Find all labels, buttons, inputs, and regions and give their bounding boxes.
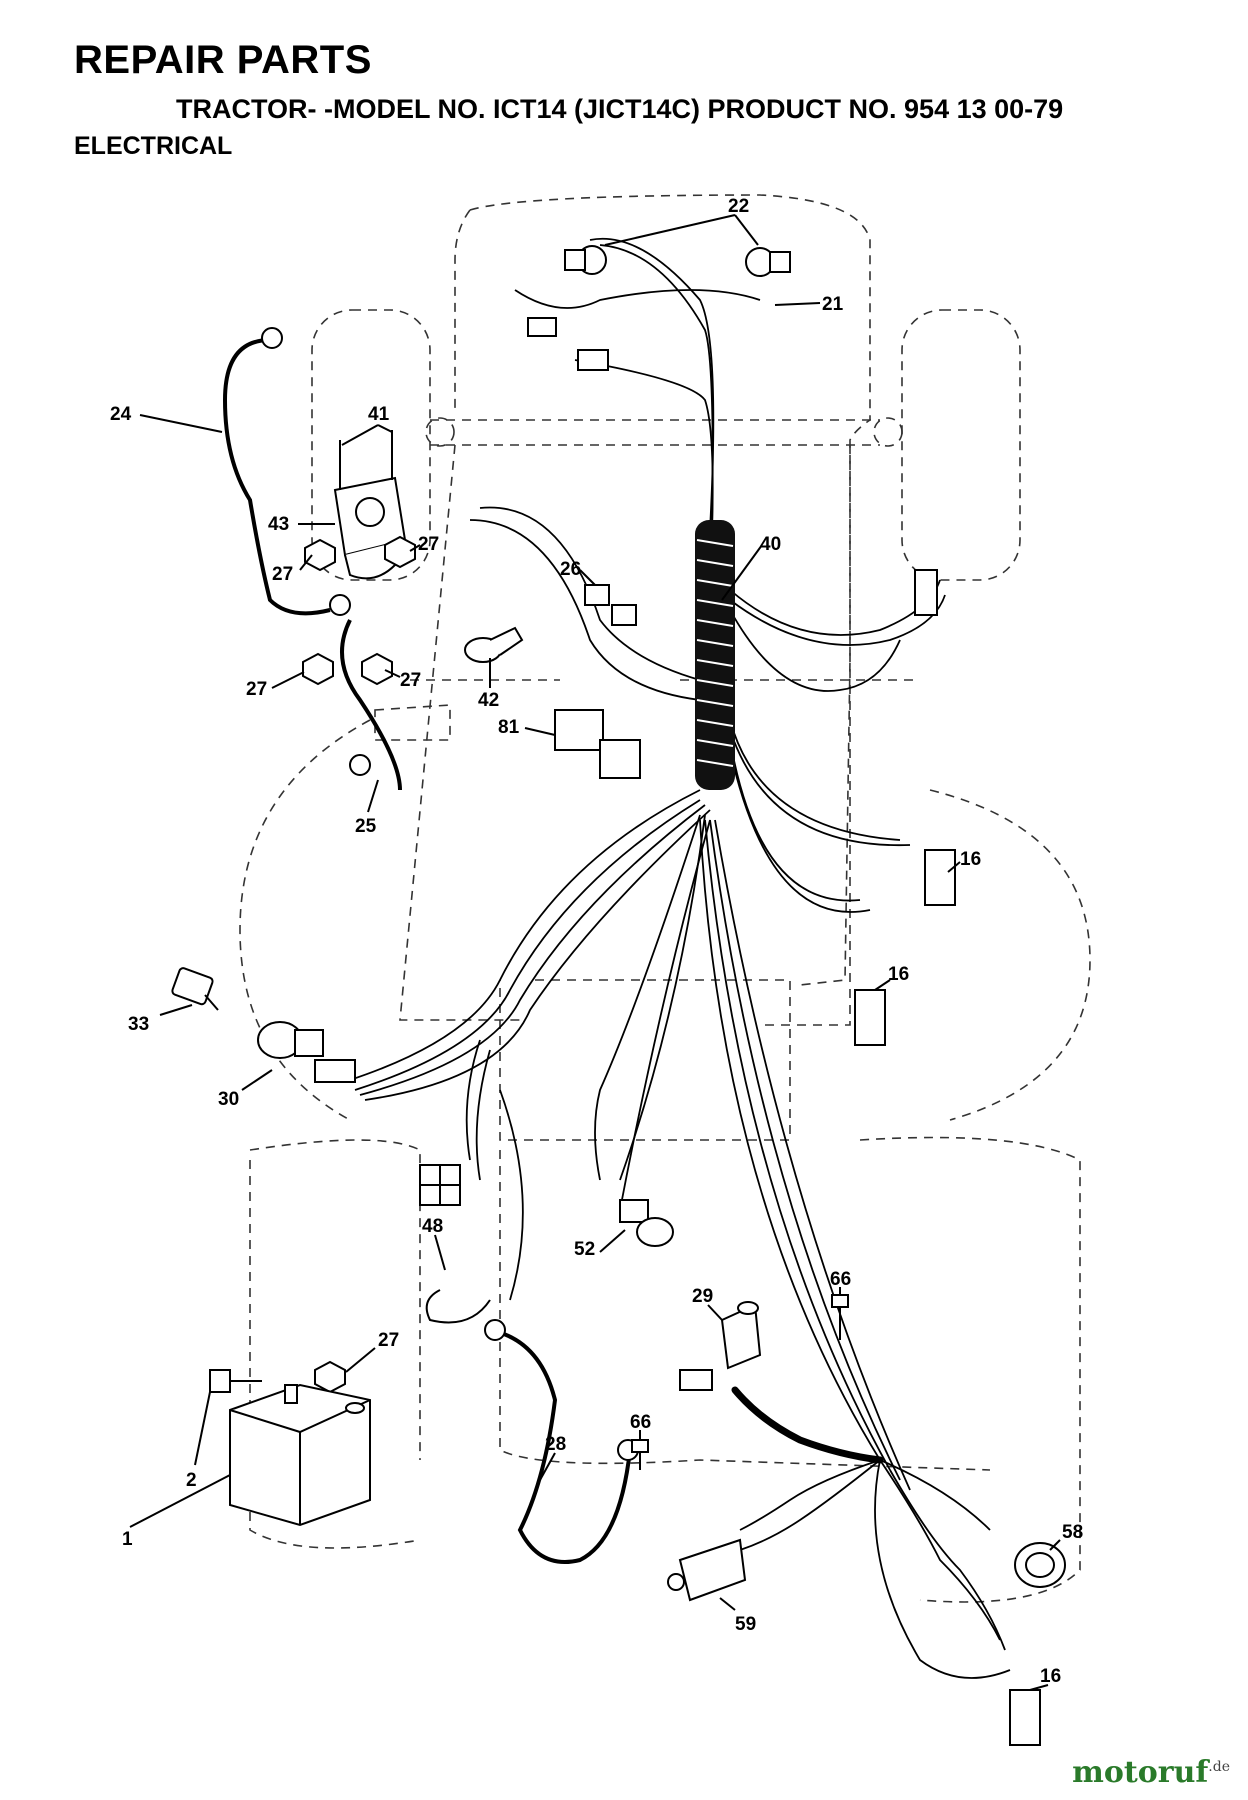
terminal-boot (464, 626, 524, 663)
part-label: 27 (272, 564, 293, 585)
part-label: 66 (830, 1269, 851, 1290)
battery (229, 1383, 371, 1527)
part-label: 26 (560, 559, 581, 580)
part-label: 40 (760, 534, 781, 555)
plunger-switches (854, 569, 1041, 1746)
wiring-harness (349, 237, 1011, 1679)
section-title: ELECTRICAL (74, 132, 233, 160)
part-label: 29 (692, 1286, 713, 1307)
part-label: 2 (186, 1470, 197, 1491)
part-label: 27 (400, 670, 421, 691)
model-subtitle: TRACTOR- -MODEL NO. ICT14 (JICT14C) PROD… (176, 94, 1064, 124)
connector-58 (1014, 1542, 1066, 1588)
lower-coil (731, 1386, 884, 1464)
part-label: 43 (268, 514, 289, 535)
part-labels: 22 21 24 41 43 27 27 27 27 40 26 42 81 2… (110, 196, 1083, 1687)
harness-plug (419, 1164, 491, 1324)
leader-lines (129, 214, 1061, 1691)
page-title: REPAIR PARTS (74, 38, 372, 82)
part-label: 27 (246, 679, 267, 700)
part-label: 1 (122, 1529, 133, 1550)
part-label: 22 (728, 196, 749, 217)
module-59 (667, 1538, 747, 1602)
part-label: 28 (545, 1434, 566, 1455)
ignition-switch (257, 1021, 356, 1083)
part-label: 16 (960, 849, 981, 870)
relay (554, 709, 641, 779)
part-label: 21 (822, 294, 844, 315)
part-label: 27 (378, 1330, 399, 1351)
part-label: 66 (630, 1412, 651, 1433)
nuts (302, 535, 416, 1394)
bolts (209, 1294, 849, 1470)
connector-26 (584, 584, 637, 626)
part-label: 16 (1040, 1666, 1061, 1687)
ignition-key (171, 967, 219, 1011)
part-label: 33 (128, 1014, 149, 1035)
battery-cables (222, 338, 632, 1564)
watermark-logo: motoruf.de (1072, 1755, 1230, 1790)
part-label: 16 (888, 964, 909, 985)
headlights (527, 245, 791, 371)
part-label: 52 (574, 1239, 595, 1260)
part-label: 27 (418, 534, 439, 555)
tractor-outline (239, 194, 1091, 1603)
part-label: 41 (368, 404, 390, 425)
part-label: 81 (498, 717, 520, 738)
switch-29 (679, 1301, 762, 1391)
lamp-socket (619, 1199, 674, 1247)
part-label: 30 (218, 1089, 239, 1110)
wire-loom-coil (695, 520, 735, 790)
part-label: 59 (735, 1614, 756, 1635)
part-label: 24 (110, 404, 132, 425)
part-label: 42 (478, 690, 499, 711)
cable-terminals (261, 327, 639, 1461)
part-label: 58 (1062, 1522, 1083, 1543)
solenoid (333, 430, 407, 580)
part-label: 25 (355, 816, 377, 837)
part-label: 48 (422, 1216, 443, 1237)
